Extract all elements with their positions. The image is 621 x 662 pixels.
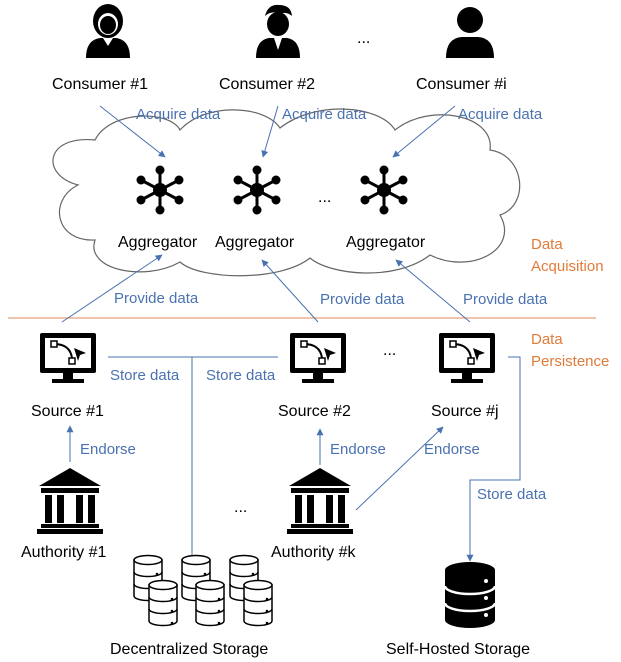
self-hosted-storage-label: Self-Hosted Storage: [386, 641, 531, 658]
database-icon: [443, 562, 497, 628]
bank-icon: [287, 468, 353, 534]
database-cluster-icon: [133, 554, 273, 627]
acquire-arrow-2: [261, 105, 279, 158]
provide-arrow-3: [395, 259, 471, 323]
consumer-ellipsis: ...: [357, 30, 371, 47]
layer-label-acquisition: Data Acquisition: [531, 234, 604, 278]
source-label-2: Source #2: [278, 403, 351, 420]
aggregator-ellipsis: ...: [318, 189, 332, 206]
store-label-3: Store data: [477, 486, 547, 503]
provide-arrow-2: [261, 259, 319, 323]
decentralized-storage-label: Decentralized Storage: [110, 641, 269, 658]
provide-label-3: Provide data: [463, 291, 548, 308]
acquire-arrow-3: [392, 105, 456, 158]
bank-icon: [37, 468, 103, 534]
source-ellipsis: ...: [383, 342, 397, 359]
layer-label-persistence: Data Persistence: [531, 329, 609, 373]
acquisition-cloud: [52, 108, 521, 277]
source-label-1: Source #1: [31, 403, 104, 420]
monitor-icon: [438, 332, 496, 384]
acquire-label-1: Acquire data: [136, 106, 221, 123]
aggregator-label-3: Aggregator: [346, 234, 426, 251]
consumer-label-i: Consumer #i: [416, 76, 507, 93]
user-icon: [446, 7, 494, 58]
endorse-arrow-3: [355, 426, 444, 511]
monitor-icon: [289, 332, 347, 384]
layer-persistence-line2: Persistence: [531, 353, 610, 370]
endorse-label-2: Endorse: [330, 441, 386, 458]
source-label-j: Source #j: [431, 403, 499, 420]
layer-acquisition-line1: Data: [531, 236, 563, 253]
acquire-label-3: Acquire data: [458, 106, 543, 123]
authority-label-k: Authority #k: [271, 544, 356, 561]
authority-ellipsis: ...: [234, 499, 248, 516]
provide-arrow-1: [61, 254, 163, 323]
endorse-label-1: Endorse: [80, 441, 136, 458]
acquire-label-2: Acquire data: [282, 106, 367, 123]
provide-label-1: Provide data: [114, 290, 199, 307]
layer-acquisition-line2: Acquisition: [531, 258, 604, 275]
consumer-label-1: Consumer #1: [52, 76, 149, 93]
consumer-label-2: Consumer #2: [219, 76, 316, 93]
provide-label-2: Provide data: [320, 291, 405, 308]
male-user-icon: [256, 4, 300, 58]
monitor-icon: [39, 332, 97, 384]
layer-persistence-line1: Data: [531, 331, 563, 348]
female-user-icon: [86, 4, 130, 58]
acquire-arrow-1: [99, 105, 166, 158]
store-label-1: Store data: [110, 367, 180, 384]
authority-label-1: Authority #1: [21, 544, 107, 561]
aggregator-label-2: Aggregator: [215, 234, 295, 251]
endorse-label-3: Endorse: [424, 441, 480, 458]
store-label-2: Store data: [206, 367, 276, 384]
store-arrow-self-hosted: [466, 356, 521, 562]
aggregator-label-1: Aggregator: [118, 234, 198, 251]
